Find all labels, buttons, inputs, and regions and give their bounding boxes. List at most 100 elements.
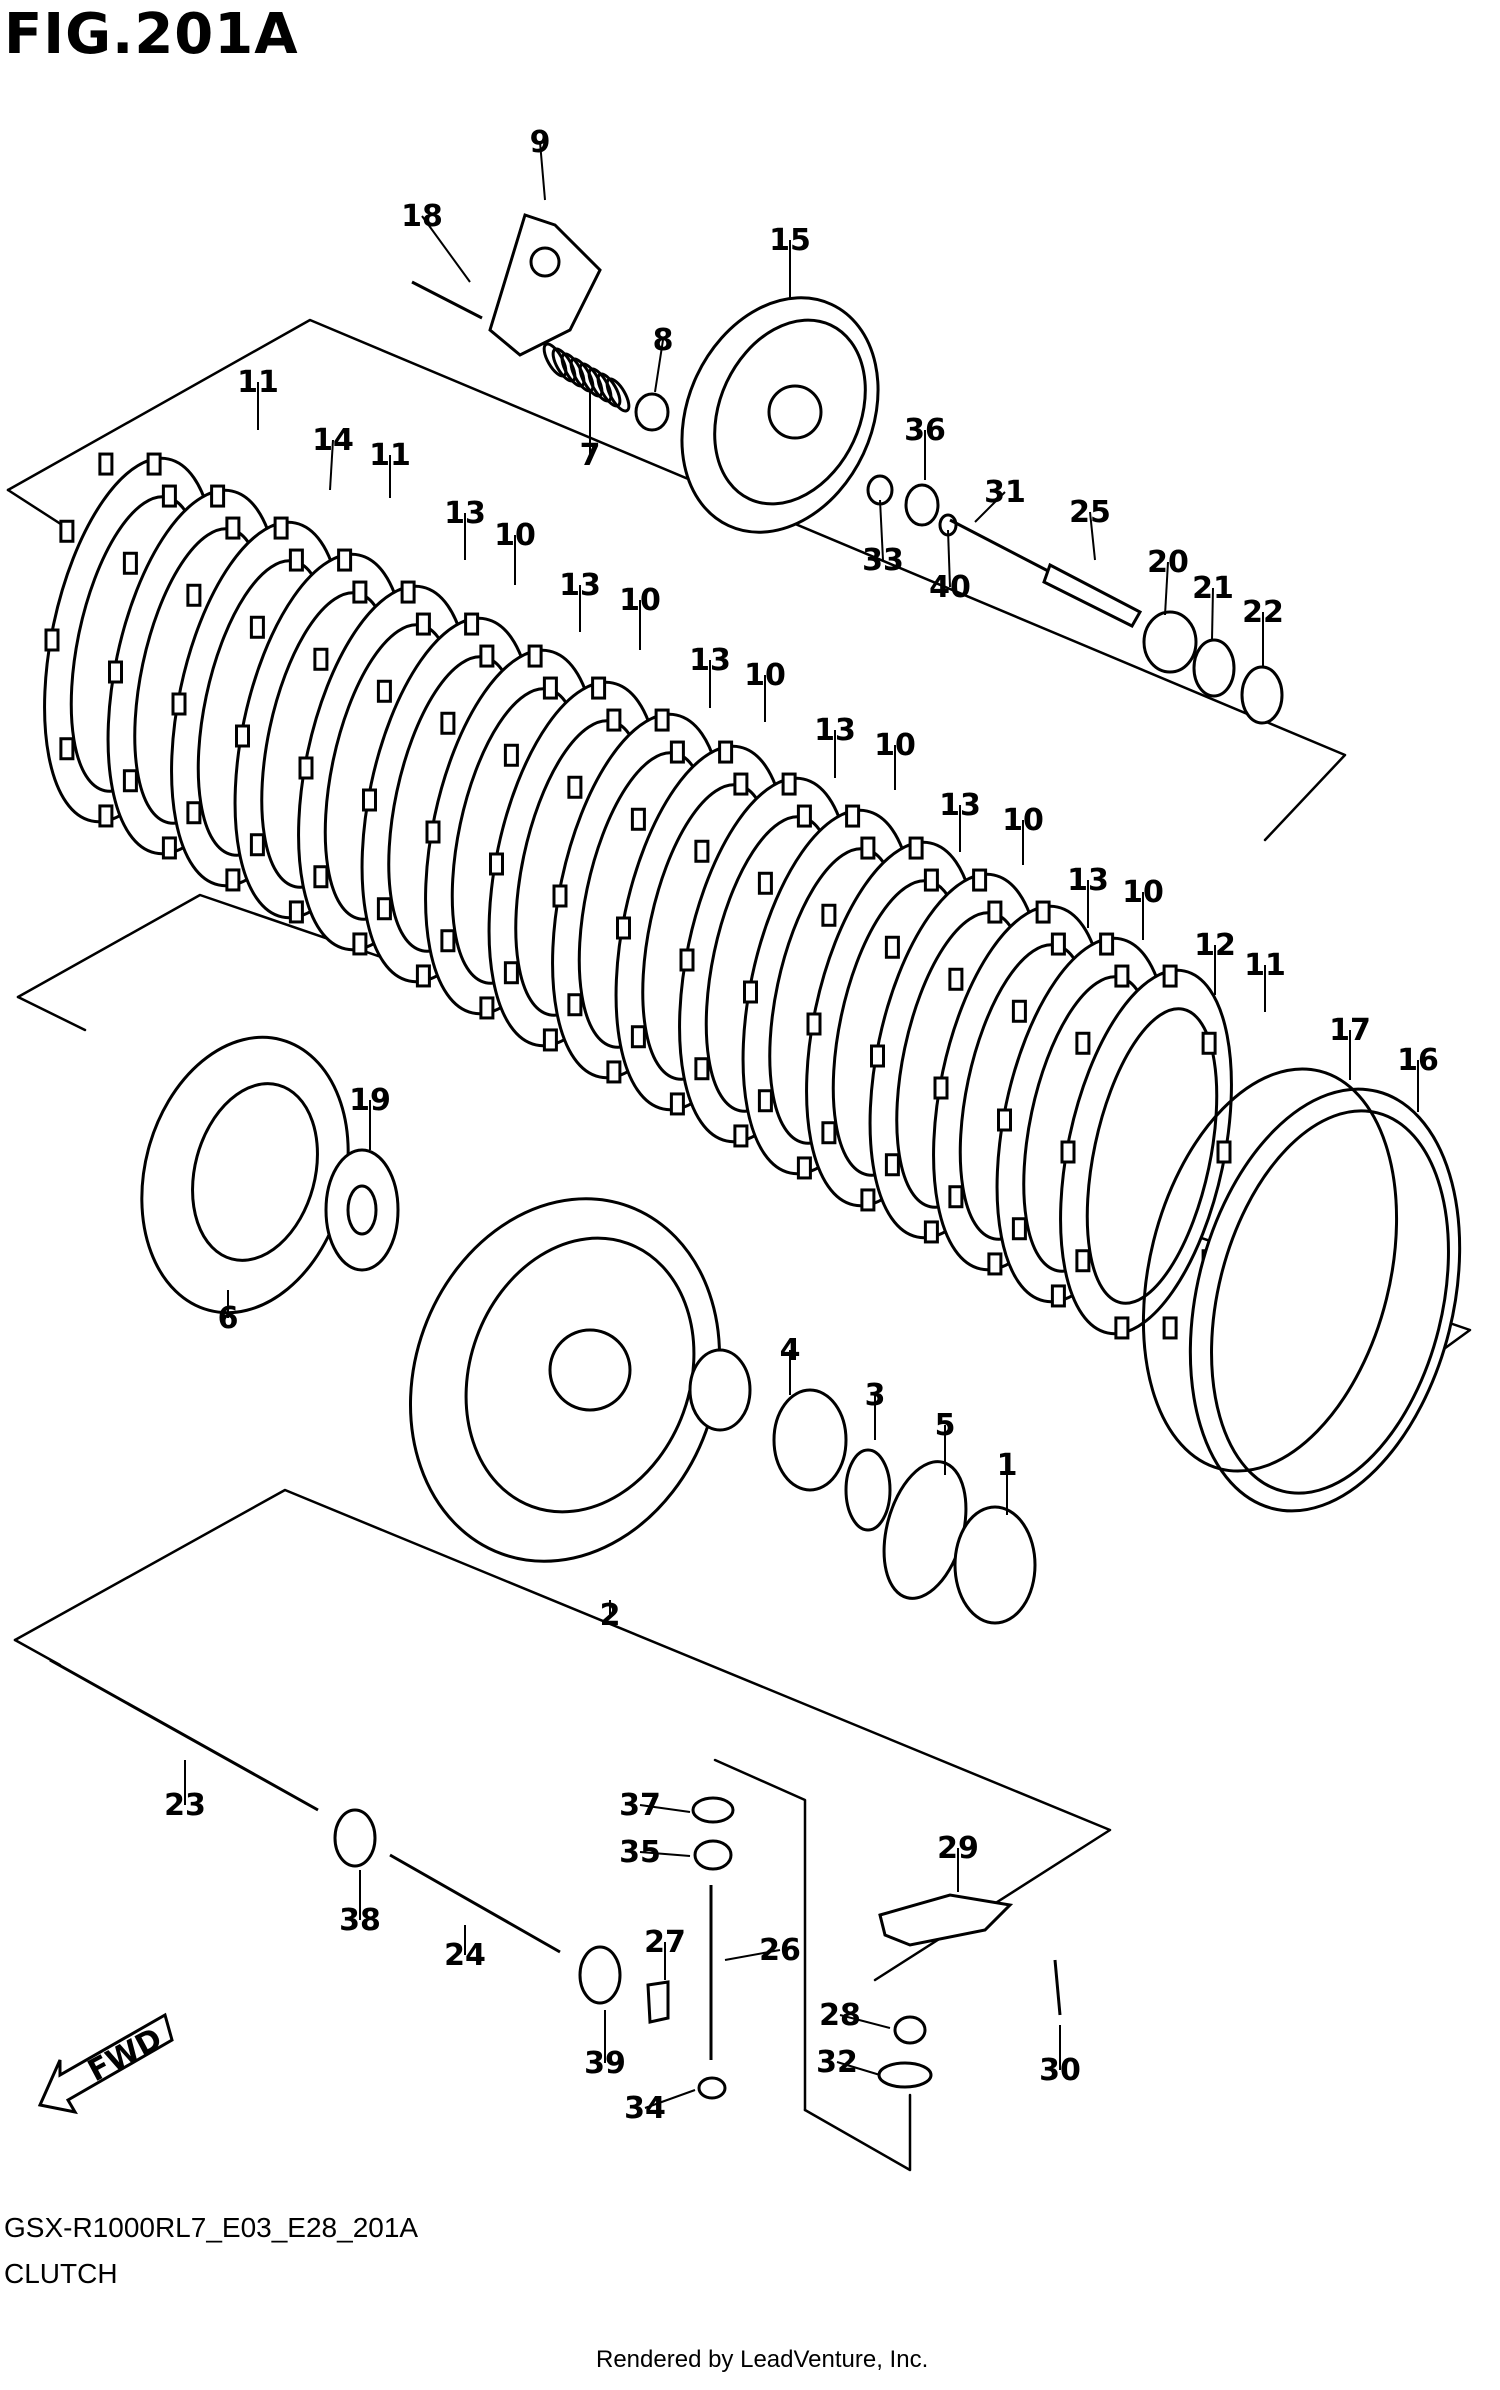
callout-label: 15 — [769, 223, 811, 258]
assembly-outline-line — [713, 1758, 807, 2112]
bearing — [691, 1796, 735, 1824]
oil-seal — [333, 1808, 377, 1868]
callout-label: 4 — [780, 1333, 801, 1368]
washer — [1192, 638, 1236, 698]
callout-label: 24 — [444, 1938, 486, 1973]
thrust-washer — [953, 1505, 1037, 1625]
callout-label: 32 — [816, 2045, 858, 2080]
callout-label: 10 — [494, 518, 536, 553]
callout-label: 18 — [401, 199, 443, 234]
clutch-spring-coil — [605, 377, 631, 413]
callout-leader — [1211, 587, 1214, 641]
callout-label: 39 — [584, 2046, 626, 2081]
render-credit: Rendered by LeadVenture, Inc. — [596, 2346, 929, 2373]
fwd-label: FWD — [82, 2021, 168, 2089]
pin — [646, 1980, 670, 2024]
lifter-plate-hole — [529, 246, 561, 278]
callout-label: 8 — [653, 323, 674, 358]
callout-label: 21 — [1192, 571, 1234, 606]
callout-leader — [654, 339, 664, 393]
callout-leader — [644, 2089, 696, 2109]
callout-label: 17 — [1329, 1013, 1371, 1048]
thrust-washer-hole — [346, 1184, 378, 1236]
clutch-ring — [1188, 1087, 1462, 1513]
callout-label: 38 — [339, 1903, 381, 1938]
oil-seal — [578, 1945, 622, 2005]
friction-plate — [1059, 964, 1233, 1340]
callout-label: 19 — [349, 1083, 391, 1118]
bearing — [693, 1839, 733, 1871]
callout-leader — [839, 2014, 891, 2029]
callout-label: 37 — [619, 1788, 661, 1823]
assembly-outline-line — [803, 2093, 912, 2172]
callout-label: 16 — [1397, 1043, 1439, 1078]
callout-leader — [947, 529, 951, 588]
callout-label: 29 — [937, 1831, 979, 1866]
callout-label: 27 — [644, 1925, 686, 1960]
callout-label: 40 — [929, 570, 971, 605]
callout-label: 34 — [624, 2091, 666, 2126]
callout-label: 31 — [984, 475, 1026, 510]
callout-label: 12 — [1194, 928, 1236, 963]
sleeve-hub-inner — [191, 1082, 319, 1262]
bolt — [1053, 1959, 1062, 2016]
spring — [893, 2015, 927, 2045]
callout-label: 11 — [237, 365, 279, 400]
bearing — [697, 2076, 727, 2100]
callout-label: 13 — [939, 788, 981, 823]
washer — [1240, 665, 1284, 725]
callout-leader — [974, 491, 1006, 523]
callout-leader — [724, 1949, 781, 1961]
callout-label: 25 — [1069, 495, 1111, 530]
callout-leader — [836, 2061, 881, 2076]
bushing — [844, 1448, 892, 1532]
needle-bearing — [772, 1388, 848, 1492]
callout-label: 33 — [862, 543, 904, 578]
clutch-push-rod — [49, 1658, 319, 1812]
callout-label: 7 — [580, 438, 601, 473]
primary-driven-gear-hub — [548, 1328, 632, 1412]
callout-leader — [539, 141, 546, 201]
callout-label: 13 — [814, 713, 856, 748]
callout-label: 11 — [1244, 948, 1286, 983]
callout-leader — [421, 215, 471, 283]
callout-label: 2 — [600, 1598, 621, 1633]
assembly-outline-line — [6, 318, 1347, 842]
callout-label: 26 — [759, 1933, 801, 1968]
callout-label: 1 — [997, 1448, 1018, 1483]
callout-label: 13 — [444, 496, 486, 531]
callout-leader — [329, 439, 334, 491]
callout-label: 10 — [874, 728, 916, 763]
callout-label: 20 — [1147, 545, 1189, 580]
callout-label: 22 — [1242, 595, 1284, 630]
primary-driven-gear-inner — [464, 1236, 696, 1514]
section-name: CLUTCH — [4, 2258, 118, 2289]
callout-label: 10 — [744, 658, 786, 693]
callout-label: 3 — [865, 1378, 886, 1413]
lifter-plate — [488, 213, 602, 357]
callout-label: 6 — [218, 1301, 239, 1336]
callout-label: 23 — [164, 1788, 206, 1823]
callout-label: 35 — [619, 1835, 661, 1870]
lifter-rod — [949, 518, 1053, 575]
callout-label: 10 — [1122, 875, 1164, 910]
model-code: GSX-R1000RL7_E03_E28_201A — [4, 2212, 419, 2243]
release-arm — [878, 1893, 1014, 1947]
callout-label: 14 — [312, 423, 354, 458]
callout-label: 10 — [619, 583, 661, 618]
callout-label: 13 — [1067, 863, 1109, 898]
callout-label: 13 — [559, 568, 601, 603]
thrust-washer — [324, 1148, 400, 1272]
bearing — [904, 483, 940, 527]
callout-label: 36 — [904, 413, 946, 448]
callout-leader — [879, 499, 884, 561]
callout-leader — [1089, 511, 1096, 561]
pressure-plate — [680, 296, 880, 534]
washer — [866, 474, 894, 506]
spacer — [688, 1348, 752, 1432]
callout-label: 11 — [369, 438, 411, 473]
callout-label: 10 — [1002, 803, 1044, 838]
spring-seat — [1142, 610, 1198, 674]
washer — [634, 392, 670, 432]
